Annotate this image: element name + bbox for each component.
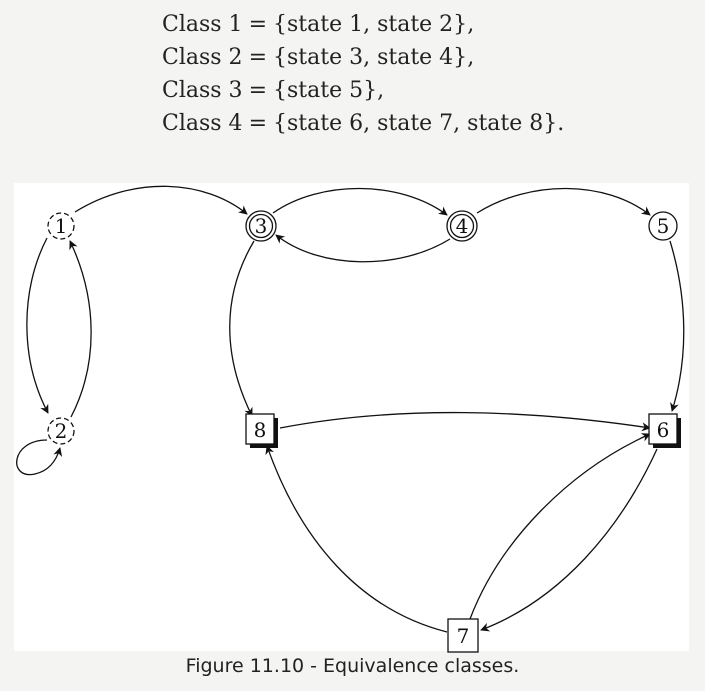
edge-3-to-8: [229, 240, 255, 417]
equation-punctuation: ,: [467, 45, 475, 70]
edge-1-to-2: [26, 237, 49, 414]
equation-rhs: {state 5}: [273, 78, 378, 103]
equation-punctuation: ,: [467, 12, 475, 37]
node-label: 3: [255, 214, 268, 238]
state-node-2: 2: [47, 417, 75, 445]
equation-rhs: {state 3, state 4}: [273, 45, 468, 70]
state-node-8: 8: [245, 413, 278, 448]
equation-punctuation: .: [557, 111, 565, 136]
equation-class-2: Class 2={state 3, state 4},: [162, 41, 682, 74]
edge-2-to-2-loop: [16, 439, 63, 476]
figure-caption: Figure 11.10 - Equivalence classes.: [185, 655, 520, 677]
edge-5-to-6: [669, 240, 685, 412]
state-node-3: 3: [245, 210, 277, 242]
node-label: 6: [657, 418, 670, 442]
node-label: 4: [456, 214, 469, 238]
equation-rhs: {state 1, state 2}: [273, 12, 468, 37]
state-node-4: 4: [446, 210, 478, 242]
equation-lhs: Class 4: [162, 111, 243, 136]
equation-class-4: Class 4={state 6, state 7, state 8}.: [162, 107, 682, 140]
equals-sign: =: [248, 78, 267, 103]
edge-2-to-1: [69, 240, 92, 418]
node-label: 8: [254, 418, 267, 442]
edge-7-to-8: [265, 445, 448, 633]
equation-rhs: {state 6, state 7, state 8}: [273, 111, 558, 136]
equation-lhs: Class 2: [162, 45, 243, 70]
state-node-5: 5: [648, 211, 678, 241]
edge-6-to-7: [480, 448, 658, 632]
equation-lhs: Class 1: [162, 12, 243, 37]
edge-1-to-3: [74, 185, 248, 215]
equation-block: Class 1={state 1, state 2}, Class 2={sta…: [162, 8, 682, 140]
edge-8-to-6: [279, 411, 651, 432]
equation-class-3: Class 3={state 5},: [162, 74, 682, 107]
edge-7-to-6: [469, 433, 651, 620]
equation-punctuation: ,: [377, 78, 385, 103]
state-node-6: 6: [648, 413, 681, 448]
node-label: 2: [55, 419, 68, 443]
equation-lhs: Class 3: [162, 78, 243, 103]
node-label: 1: [55, 214, 68, 238]
edge-4-to-5: [476, 187, 651, 216]
equation-class-1: Class 1={state 1, state 2},: [162, 8, 682, 41]
edge-4-to-3: [275, 234, 451, 263]
equals-sign: =: [248, 12, 267, 37]
equals-sign: =: [248, 45, 267, 70]
node-label: 7: [457, 624, 470, 648]
state-node-1: 1: [47, 212, 75, 240]
edge-3-to-4: [272, 187, 448, 216]
state-node-7: 7: [447, 618, 479, 653]
equals-sign: =: [248, 111, 267, 136]
node-label: 5: [657, 214, 670, 238]
